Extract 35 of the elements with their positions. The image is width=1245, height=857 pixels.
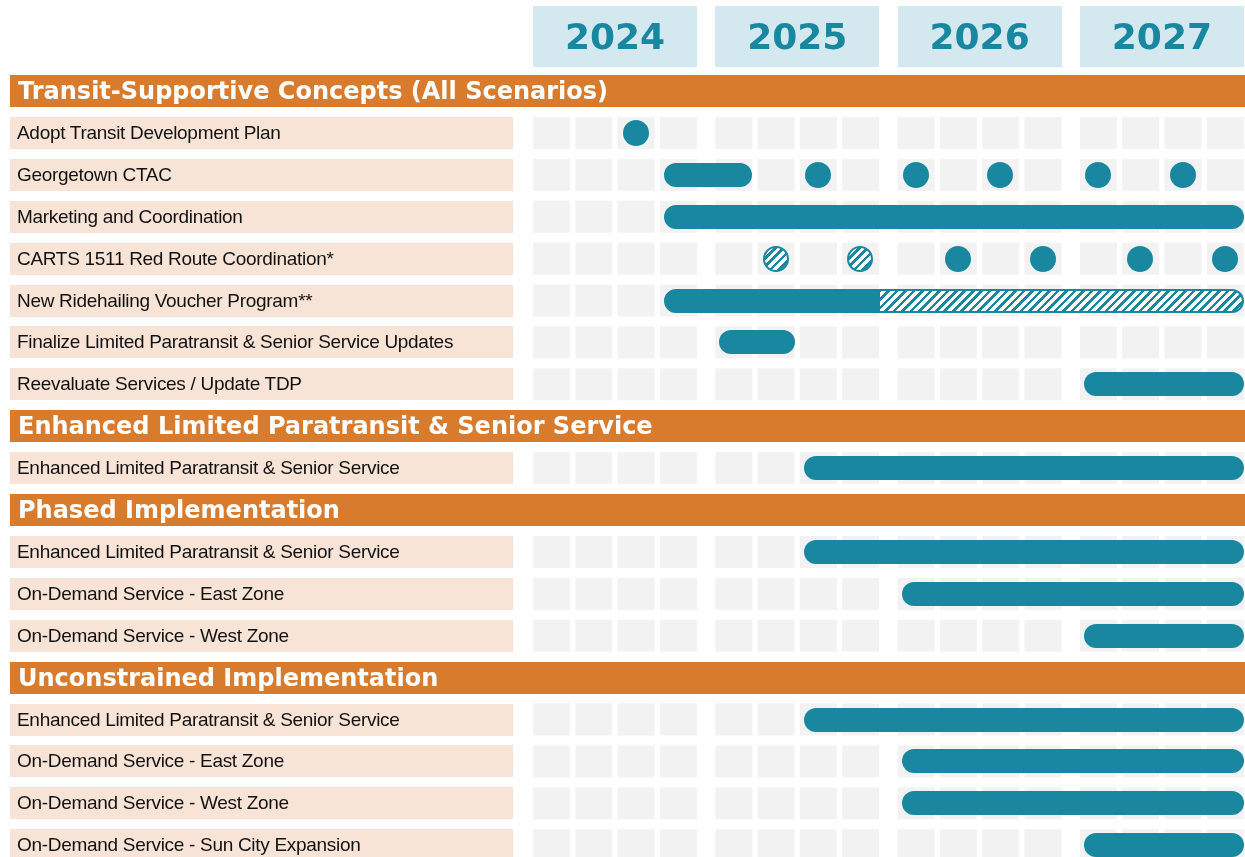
task-label: Enhanced Limited Paratransit & Senior Service — [10, 703, 513, 736]
schedule-bar — [1083, 372, 1244, 397]
task-label: Georgetown CTAC — [10, 158, 513, 191]
task-label: Adopt Transit Development Plan — [10, 116, 513, 149]
schedule-bar — [803, 456, 1244, 481]
task-label: On-Demand Service - East Zone — [10, 745, 513, 778]
task-label: On-Demand Service - Sun City Expansion — [10, 829, 513, 857]
task-label: On-Demand Service - West Zone — [10, 787, 513, 820]
section-band: Unconstrained Implementation — [10, 661, 1245, 694]
task-label: Enhanced Limited Paratransit & Senior Service — [10, 452, 513, 485]
year-header: 2025 — [715, 6, 880, 67]
section-band: Transit-Supportive Concepts (All Scenarios) — [10, 75, 1245, 107]
task-label: Reevaluate Services / Update TDP — [10, 368, 513, 401]
schedule-bar — [719, 330, 795, 355]
task-label: Marketing and Coordination — [10, 200, 513, 233]
year-header: 2026 — [897, 6, 1062, 67]
task-label: On-Demand Service - West Zone — [10, 619, 513, 652]
schedule-bar — [663, 204, 1244, 229]
task-label: New Ridehailing Voucher Program** — [10, 284, 513, 317]
task-label: Finalize Limited Paratransit & Senior Service Updates — [10, 326, 513, 359]
schedule-bar — [803, 707, 1244, 732]
schedule-bar — [901, 791, 1244, 816]
section-band: Phased Implementation — [10, 494, 1245, 526]
schedule-bar — [1083, 623, 1244, 648]
year-header: 2027 — [1079, 6, 1244, 67]
schedule-bar — [803, 539, 1244, 564]
task-label: On-Demand Service - East Zone — [10, 577, 513, 610]
schedule-bar — [663, 288, 1244, 313]
schedule-bar — [901, 749, 1244, 774]
schedule-bar — [901, 581, 1244, 606]
year-header: 2024 — [533, 6, 697, 67]
schedule-bar — [1083, 833, 1244, 857]
task-label: CARTS 1511 Red Route Coordination* — [10, 242, 513, 275]
section-band: Enhanced Limited Paratransit & Senior Service — [10, 410, 1245, 443]
task-label: Enhanced Limited Paratransit & Senior Service — [10, 535, 513, 568]
